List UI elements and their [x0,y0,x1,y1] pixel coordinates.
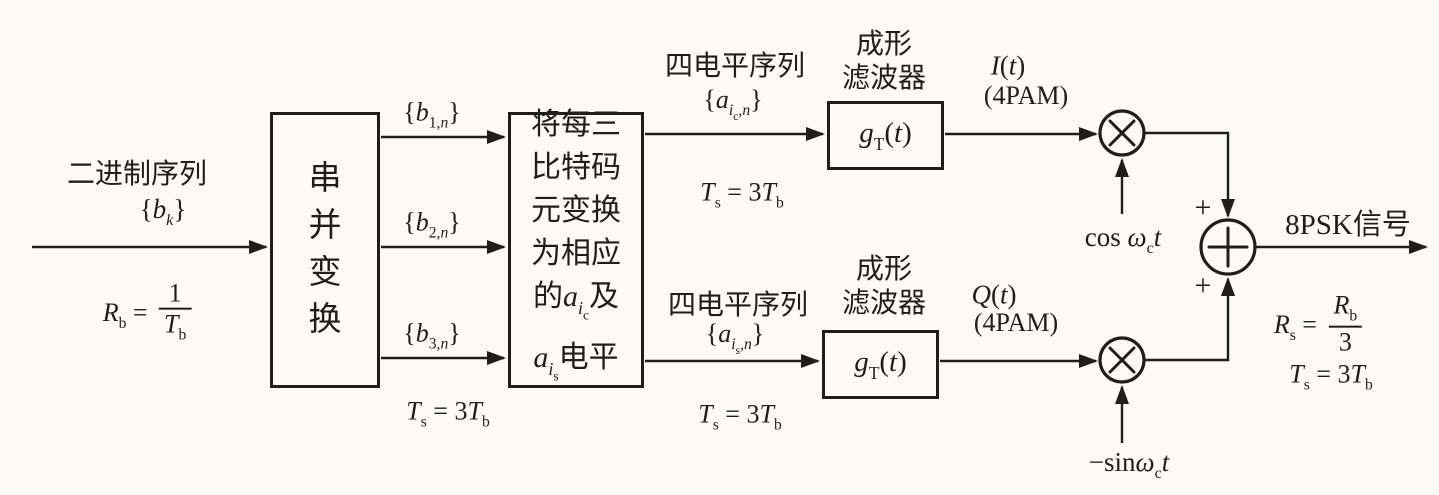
i-pam-label: (4PAM) [983,81,1069,110]
q-mixer-multiply-icon [1108,346,1136,374]
summer-plus-top-label: + [1194,191,1212,224]
q-shaping-filter-title: 成形滤波器 [841,254,927,319]
q-shaping-filter-box: gT(t) [822,330,939,399]
i-quad-sequence-label: {aic,n} [703,85,763,123]
input-bk-label: {bk} [139,193,187,230]
i-shaping-filter-box: gT(t) [827,101,944,170]
i-shaping-filter-title: 成形滤波器 [841,29,927,94]
i-filter-gt-label: gT(t) [859,116,912,154]
q-quad-sequence-title: 四电平序列 [667,290,809,321]
q-signal-label: Q(t) [971,279,1017,310]
sp-symbol-period-label: Ts = 3Tb [406,396,490,431]
output-symbol-period-label: Ts = 3Tb [1289,359,1373,394]
sin-carrier-label: −sinωct [1088,446,1170,483]
i-mixer-multiply-icon [1108,119,1136,147]
q-quad-sequence-label: {ais,n} [705,319,765,357]
serial-parallel-box: 串并变换 [270,112,380,388]
i-symbol-period-label: Ts = 3Tb [700,177,784,212]
b2n-label: {b2,n} [403,207,461,242]
i-mixer-to-summer-arrow [1145,131,1235,218]
b1n-label: {b1,n} [403,97,461,132]
cos-carrier-label: cos ωct [1084,221,1162,258]
i-quad-sequence-title: 四电平序列 [664,51,806,82]
q-pam-label: (4PAM) [973,308,1059,337]
summer-plus-bottom-label: + [1194,269,1212,302]
b3n-label: {b3,n} [403,318,461,353]
q-filter-gt-label: gT(t) [854,345,907,383]
serial-parallel-label: 串并变换 [308,161,342,338]
input-sequence-title: 二进制序列 [66,159,208,190]
q-mixer-to-summer-arrow [1145,277,1235,362]
summer-plus-icon [1207,226,1249,268]
output-signal-label: 8PSK信号 [1285,209,1411,241]
i-signal-label: I(t) [990,50,1026,81]
q-symbol-period-label: Ts = 3Tb [698,399,782,434]
